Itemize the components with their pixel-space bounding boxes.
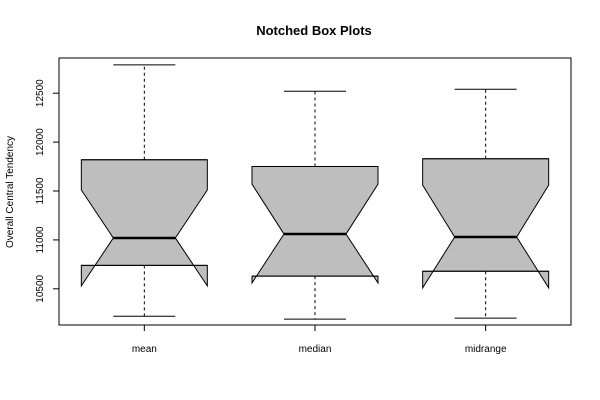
x-tick-label: midrange [465, 344, 507, 355]
y-tick-label: 12000 [35, 128, 46, 156]
x-axis: mean median midrange [132, 325, 507, 355]
box-midrange [422, 88, 550, 319]
box-mean [80, 64, 208, 317]
notched-box [422, 158, 550, 290]
chart-title: Notched Box Plots [256, 23, 372, 38]
y-tick-label: 10500 [35, 274, 46, 302]
x-tick-label: mean [132, 344, 157, 355]
notched-box [251, 166, 379, 285]
box-group [80, 64, 550, 320]
y-axis-label: Overall Central Tendency [5, 136, 16, 248]
y-axis: 10500 11000 11500 12000 12500 [35, 79, 59, 303]
y-tick-label: 11500 [35, 177, 46, 205]
x-tick-label: median [299, 344, 332, 355]
y-tick-label: 12500 [35, 79, 46, 107]
y-tick-label: 11000 [35, 226, 46, 254]
box-median [251, 90, 379, 320]
